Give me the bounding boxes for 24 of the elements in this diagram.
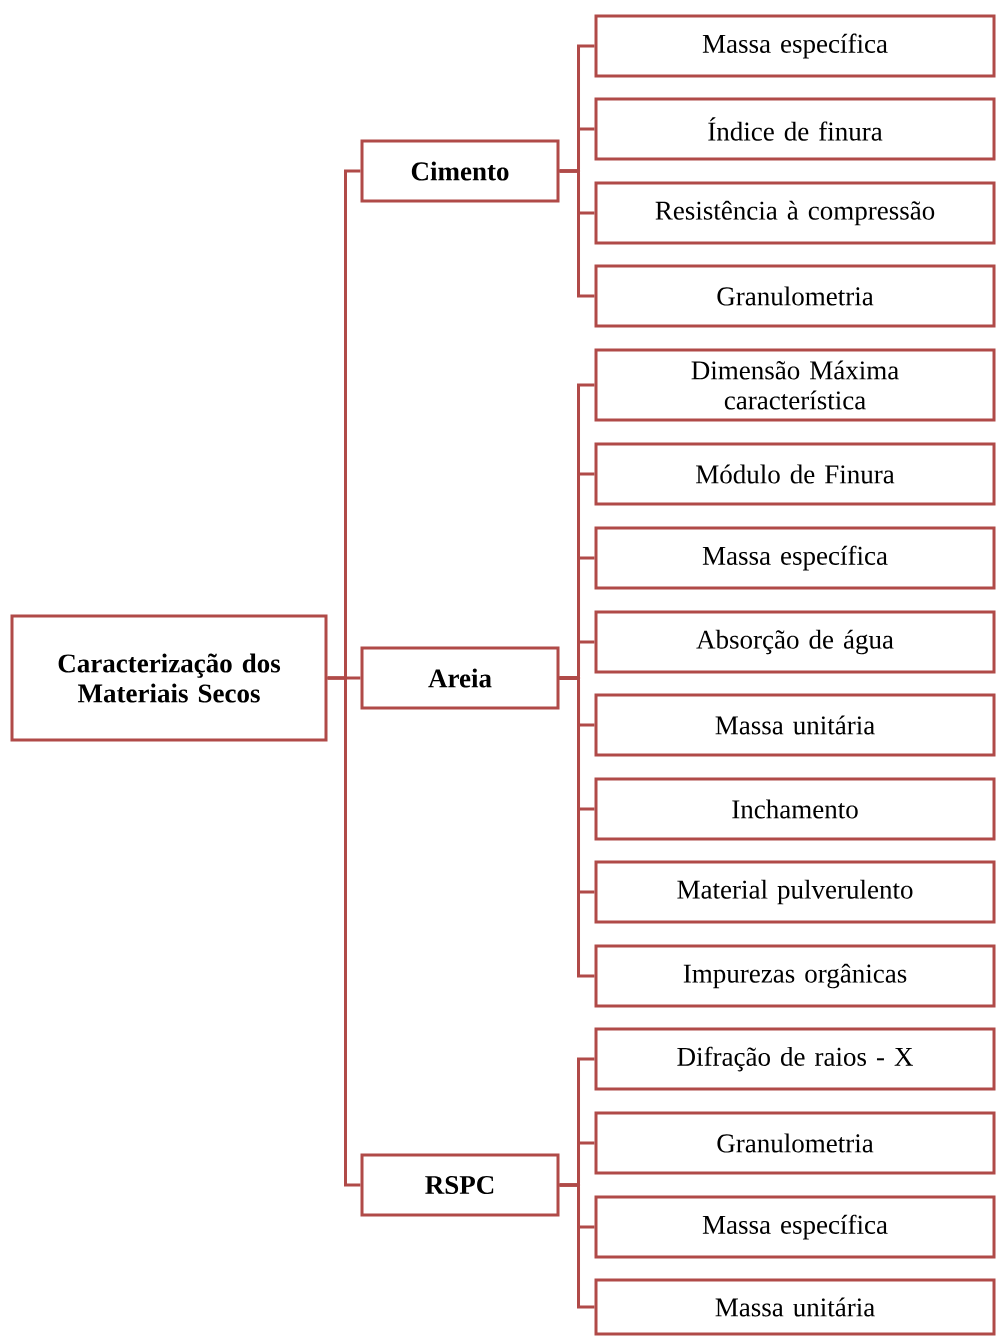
- property-box: Dimensão Máxima característica: [594, 348, 996, 422]
- property-box: Resistência à compressão: [594, 181, 996, 245]
- property-box: Massa unitária: [594, 1278, 996, 1336]
- connector-line: [559, 1183, 595, 1309]
- property-box: Difração de raios - X: [594, 1027, 996, 1091]
- connector-line: [559, 676, 595, 978]
- property-box: Absorção de água: [594, 610, 996, 674]
- connector-line: [559, 169, 595, 298]
- property-box: Granulometria: [594, 1111, 996, 1175]
- connector-line: [327, 676, 361, 1187]
- property-box: Massa unitária: [594, 693, 996, 757]
- property-box: Material pulverulento: [594, 860, 996, 924]
- property-box: Massa específica: [594, 526, 996, 590]
- property-box: Inchamento: [594, 777, 996, 841]
- property-box: Módulo de Finura: [594, 442, 996, 506]
- category-box: Cimento: [360, 139, 560, 203]
- property-box: Massa específica: [594, 1195, 996, 1259]
- category-box: RSPC: [360, 1153, 560, 1217]
- root-box: Caracterização dos Materiais Secos: [10, 614, 328, 742]
- property-box: Granulometria: [594, 264, 996, 328]
- property-box: Impurezas orgânicas: [594, 944, 996, 1008]
- category-box: Areia: [360, 646, 560, 710]
- property-box: Massa específica: [594, 14, 996, 78]
- property-box: Índice de finura: [594, 97, 996, 161]
